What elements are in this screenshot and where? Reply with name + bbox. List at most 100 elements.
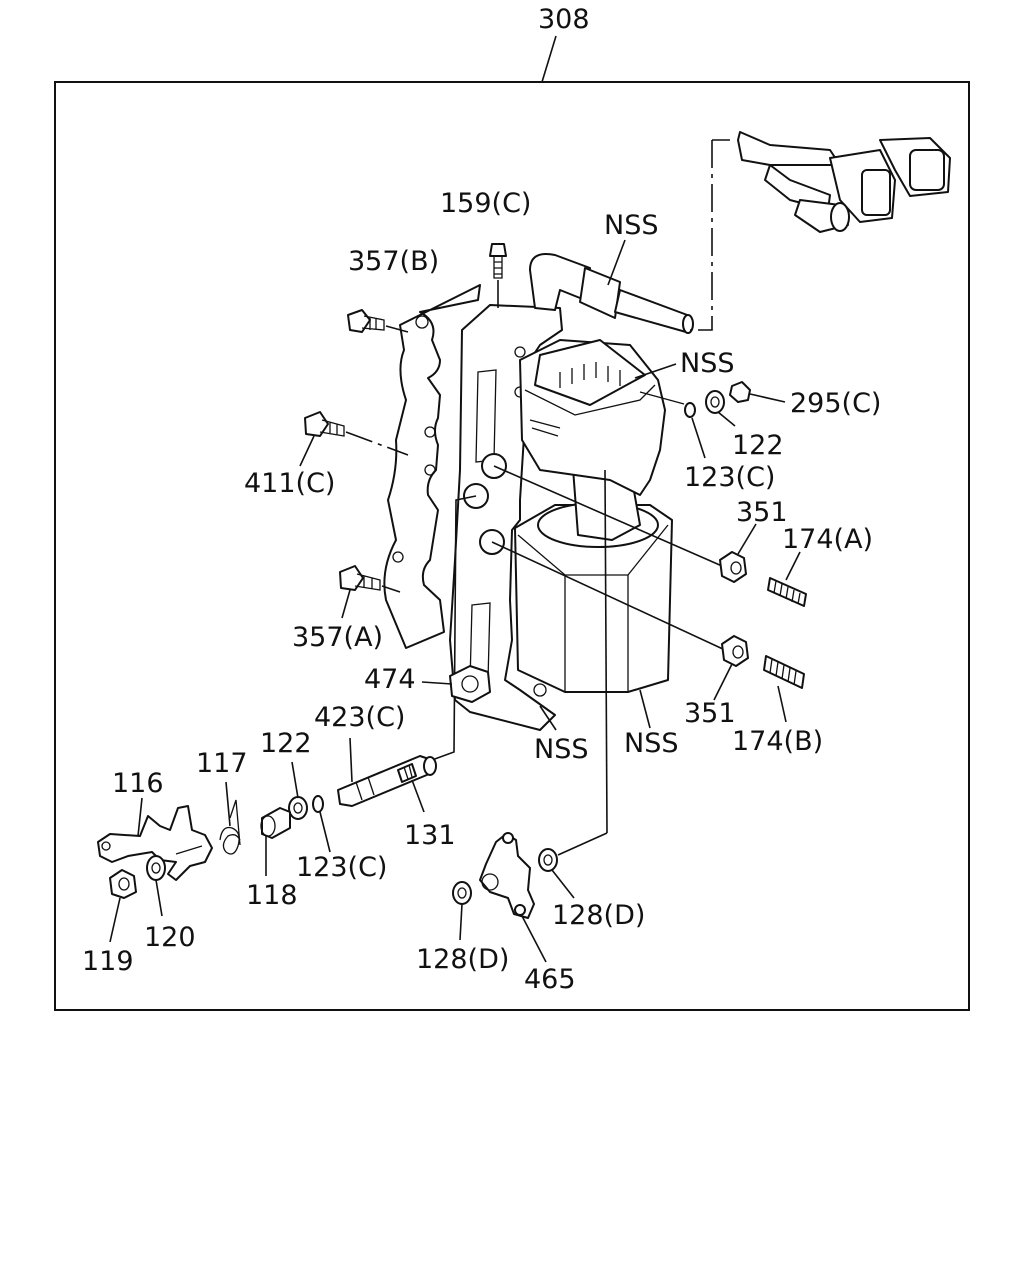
assembly-number-label: 308 xyxy=(538,4,590,35)
leader-119 xyxy=(109,897,121,943)
actuator-body-top xyxy=(517,524,669,576)
leader-423c-label xyxy=(349,737,353,783)
gasket-hole xyxy=(424,464,436,476)
leader-shaft-down xyxy=(604,469,608,834)
lever-116-axis xyxy=(175,845,203,855)
bolt-411c-thread xyxy=(319,419,345,437)
label-159c: 159(C) xyxy=(440,188,531,219)
nut-295c xyxy=(729,381,751,403)
diagram-frame xyxy=(54,81,970,1011)
lever-465-pin xyxy=(502,832,514,844)
leader-128d-left xyxy=(459,903,463,941)
actuator-bracket xyxy=(449,304,563,731)
washer-128d-left xyxy=(452,881,472,905)
gasket-hole xyxy=(415,315,429,329)
spring-117 xyxy=(219,799,241,855)
stud-174b xyxy=(763,655,805,689)
lever-116 xyxy=(97,805,213,881)
pin-131 xyxy=(397,763,417,783)
leader-411c xyxy=(299,435,315,467)
assembly-leader xyxy=(541,35,557,83)
connector-large-face xyxy=(861,169,891,216)
nut-351-bottom-hole xyxy=(732,645,744,659)
label-119: 119 xyxy=(82,946,134,977)
leader-116 xyxy=(137,797,143,837)
nut-351-top xyxy=(719,551,747,583)
bolt-411c-leader xyxy=(345,431,409,456)
bolt-357a-thread xyxy=(354,573,381,591)
label-174b: 174(B) xyxy=(732,726,823,757)
harness-to-connector xyxy=(639,391,685,405)
bolt-159c xyxy=(489,243,507,257)
label-295c: 295(C) xyxy=(790,388,881,419)
label-116: 116 xyxy=(112,768,164,799)
shaft-423c-groove xyxy=(355,776,375,801)
label-128d-left: 128(D) xyxy=(416,944,509,975)
hose-end xyxy=(682,314,694,334)
leader-122-right xyxy=(717,411,736,427)
leader-123c-right xyxy=(691,417,706,459)
washer-122-left xyxy=(288,796,308,820)
gasket-hole xyxy=(424,426,436,438)
leader-351-top xyxy=(737,523,757,555)
leader-120 xyxy=(155,879,163,917)
label-123c-right: 123(C) xyxy=(684,462,775,493)
leader-123c-left xyxy=(319,811,331,853)
bolt-357a xyxy=(339,565,364,591)
bolt-159c-thread xyxy=(493,255,503,279)
washer-128d-right-hole xyxy=(543,854,553,866)
leader-lower-stud xyxy=(491,541,726,651)
lever-465-pin xyxy=(514,904,526,916)
lever-465-hole xyxy=(481,873,499,891)
leader-nss-br xyxy=(639,689,651,729)
nut-351-bottom xyxy=(721,635,749,667)
stud-174a-thread xyxy=(773,580,801,605)
label-nss-top: NSS xyxy=(604,210,658,241)
pin-131-thread xyxy=(403,764,413,780)
leader-423c xyxy=(431,495,477,761)
label-357a: 357(A) xyxy=(292,622,383,653)
oring-123c-right xyxy=(684,402,696,418)
label-357b: 357(B) xyxy=(348,246,439,277)
leader-117 xyxy=(225,781,231,827)
label-118: 118 xyxy=(246,880,298,911)
bolt-357b-leader xyxy=(385,325,409,333)
label-nss-mid: NSS xyxy=(680,348,734,379)
leader-131 xyxy=(411,779,425,813)
label-nss-bottom-right: NSS xyxy=(624,728,678,759)
label-351-top: 351 xyxy=(736,497,788,528)
label-117: 117 xyxy=(196,748,248,779)
washer-120-hole xyxy=(151,862,161,874)
leader-465 xyxy=(521,915,547,963)
label-423c: 423(C) xyxy=(314,702,405,733)
bracket-hole xyxy=(514,346,526,358)
shaft-423c-end xyxy=(423,756,437,776)
sensor-housing-detail xyxy=(524,384,656,416)
hose-elbow xyxy=(529,253,591,311)
leader-nss-bl xyxy=(539,705,557,731)
leader-174a xyxy=(785,551,801,581)
label-131: 131 xyxy=(404,820,456,851)
sensor-board xyxy=(534,339,646,406)
nut-119-hole xyxy=(118,877,130,891)
leader-shaft-to-plate xyxy=(557,832,608,856)
sensor-strip xyxy=(529,419,561,437)
label-123c-left: 123(C) xyxy=(296,852,387,883)
lever-465 xyxy=(479,833,535,919)
bolt-357a-leader xyxy=(381,585,401,593)
leader-122-left xyxy=(291,761,299,799)
washer-122-left-hole xyxy=(293,802,303,814)
label-122-left: 122 xyxy=(260,728,312,759)
leader-upper-stud xyxy=(493,465,723,567)
bolt-411c xyxy=(304,411,329,437)
leader-nss-mid xyxy=(634,363,677,379)
screw-474-head xyxy=(461,675,479,693)
hose-sleeve xyxy=(579,267,621,319)
leader-174b xyxy=(777,685,787,723)
connector-small-face xyxy=(909,149,945,191)
nut-351-top-hole xyxy=(730,561,742,575)
connector-plug-face xyxy=(830,202,850,232)
label-351-bottom: 351 xyxy=(684,698,736,729)
bracket-hole xyxy=(533,683,547,697)
leader-128d-right xyxy=(551,869,575,899)
